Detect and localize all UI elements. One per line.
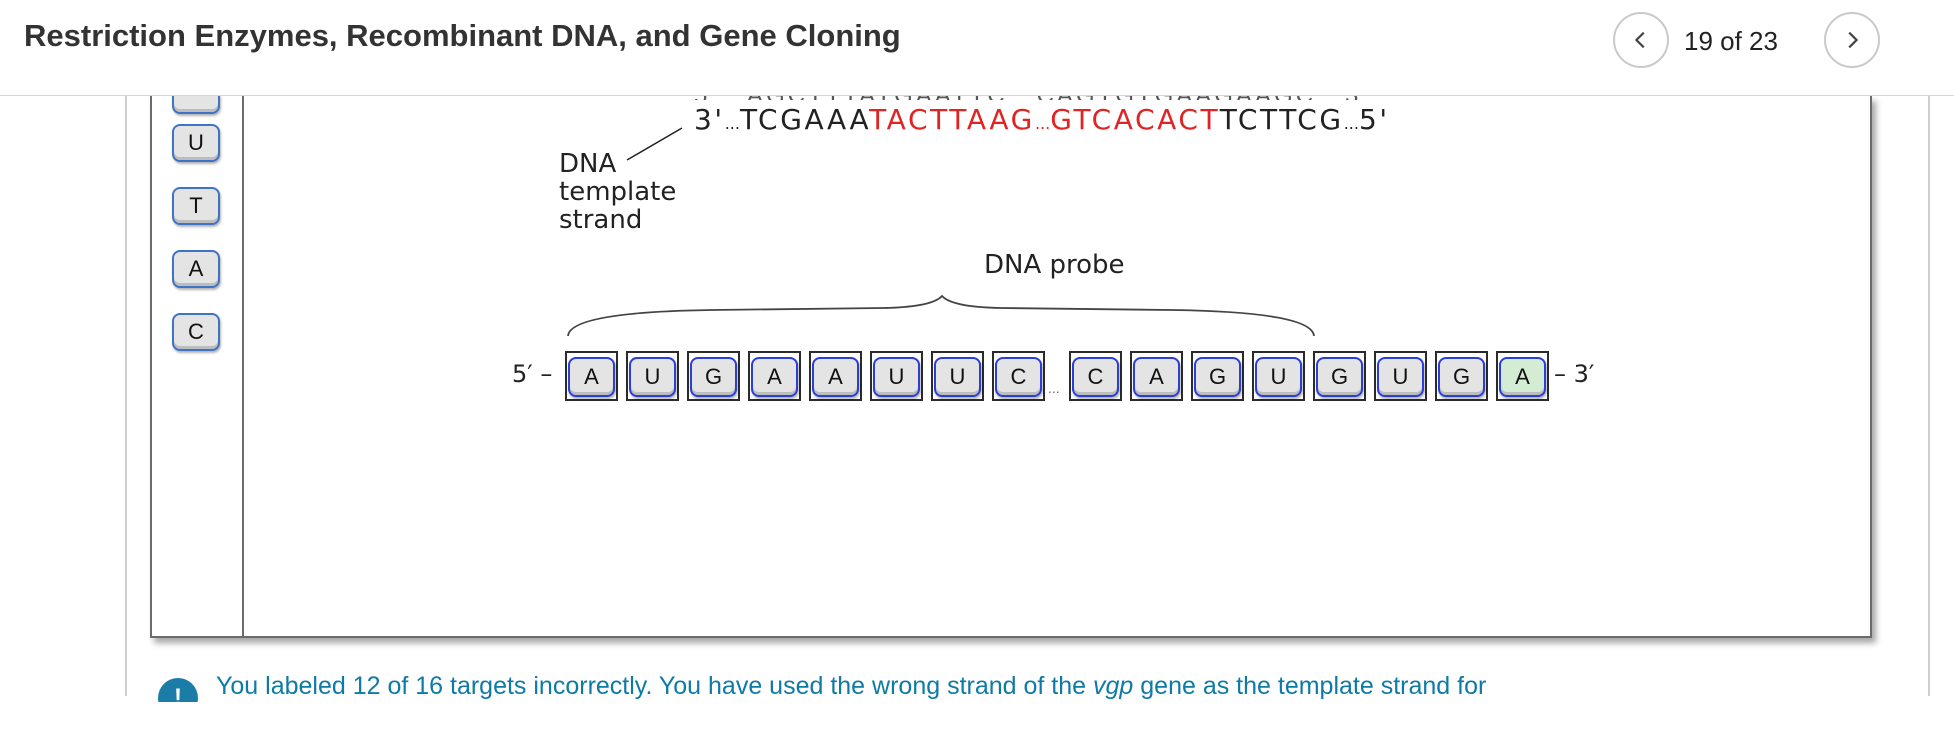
probe-tile[interactable]: U [873, 357, 920, 397]
template-seq-red-2: GTCACACT [1050, 103, 1220, 136]
probe-slot[interactable]: C [1069, 351, 1122, 401]
feedback-gene-name: vgp [1093, 672, 1134, 700]
probe-slot[interactable]: G [1435, 351, 1488, 401]
probe-brace [567, 294, 1315, 337]
probe-tile[interactable]: A [568, 357, 615, 397]
palette-tile-partial[interactable] [172, 94, 220, 114]
template-suffix: 5' [1358, 103, 1390, 136]
probe-slot[interactable]: A [1496, 351, 1549, 401]
probe-slot[interactable]: A [1130, 351, 1183, 401]
palette-tile-u[interactable]: U [172, 124, 220, 162]
template-seq-red-1: TACTTAAG [869, 103, 1035, 136]
probe-tile[interactable]: A [751, 357, 798, 397]
palette-tile-t[interactable]: T [172, 187, 220, 225]
probe-tile-highlighted[interactable]: A [1499, 357, 1546, 397]
probe-gap-ellipsis: ... [1048, 380, 1060, 396]
probe-tile[interactable]: U [629, 357, 676, 397]
probe-slot[interactable]: A [809, 351, 862, 401]
probe-tile[interactable]: G [690, 357, 737, 397]
probe-slot[interactable]: G [687, 351, 740, 401]
chevron-left-icon [1634, 31, 1645, 49]
template-label-line-3: strand [559, 205, 643, 235]
template-label-line-1: DNA [559, 149, 617, 179]
probe-slot[interactable]: C [992, 351, 1045, 401]
feedback-message: ! You labeled 12 of 16 targets incorrect… [158, 668, 1858, 702]
palette-tile-c[interactable]: C [172, 313, 220, 351]
probe-slot[interactable]: U [1374, 351, 1427, 401]
chevron-right-icon [1848, 31, 1859, 49]
template-dots-3: ... [1343, 114, 1359, 133]
probe-row: 5′ – A U G A A U U C ... C A G U G U G A… [152, 348, 1870, 408]
page-counter: 19 of 23 [1684, 26, 1778, 56]
probe-5prime-label: 5′ – [512, 360, 553, 388]
probe-slot[interactable]: A [748, 351, 801, 401]
probe-tile[interactable]: U [934, 357, 981, 397]
probe-tile[interactable]: G [1316, 357, 1363, 397]
template-dots-1: ... [724, 114, 740, 133]
probe-tile[interactable]: C [1072, 357, 1119, 397]
palette-tile-a[interactable]: A [172, 250, 220, 288]
header-bar: Restriction Enzymes, Recombinant DNA, an… [0, 0, 1954, 96]
probe-tile[interactable]: G [1438, 357, 1485, 397]
probe-label: DNA probe [984, 250, 1125, 280]
sidebar-divider [242, 96, 244, 636]
template-seq-black-2: TCTTCG [1219, 103, 1344, 136]
template-dots-2: ... [1034, 114, 1051, 133]
feedback-text: You labeled 12 of 16 targets incorrectly… [216, 672, 1486, 701]
probe-slot[interactable]: U [870, 351, 923, 401]
probe-tile[interactable]: A [812, 357, 859, 397]
previous-button[interactable] [1613, 12, 1669, 68]
feedback-text-after: gene as the template strand for [1133, 672, 1487, 700]
template-strand-sequence: 3'...TCGAAATACTTAAG...GTCACACTTCTTCG...5… [694, 103, 1390, 136]
probe-3prime-label: – 3′ [1554, 360, 1595, 388]
diagram-lines [567, 127, 1315, 337]
probe-slot[interactable]: A [565, 351, 618, 401]
template-strand-label: DNA template strand [559, 150, 676, 234]
probe-tile[interactable]: C [995, 357, 1042, 397]
probe-tile[interactable]: G [1194, 357, 1241, 397]
labeling-panel: U T A C 5'...AGCTTTATGAATTC...CAGTGTGAAG… [150, 82, 1872, 638]
probe-slot[interactable]: G [1191, 351, 1244, 401]
probe-tile[interactable]: U [1255, 357, 1302, 397]
probe-slot[interactable]: U [626, 351, 679, 401]
feedback-text-before: You labeled 12 of 16 targets incorrectly… [216, 672, 1093, 700]
content-border-left [125, 96, 127, 696]
probe-slot[interactable]: U [931, 351, 984, 401]
template-prefix: 3' [694, 103, 725, 136]
template-label-line-2: template [559, 177, 677, 207]
next-button[interactable] [1824, 12, 1880, 68]
template-pointer-line [626, 127, 683, 161]
template-seq-black-1: TCGAAA [739, 103, 870, 136]
probe-tile[interactable]: U [1377, 357, 1424, 397]
content-border-right [1928, 96, 1930, 696]
probe-tile[interactable]: A [1133, 357, 1180, 397]
probe-slot[interactable]: G [1313, 351, 1366, 401]
info-icon: ! [158, 678, 198, 702]
page-title: Restriction Enzymes, Recombinant DNA, an… [24, 18, 901, 53]
probe-slot[interactable]: U [1252, 351, 1305, 401]
